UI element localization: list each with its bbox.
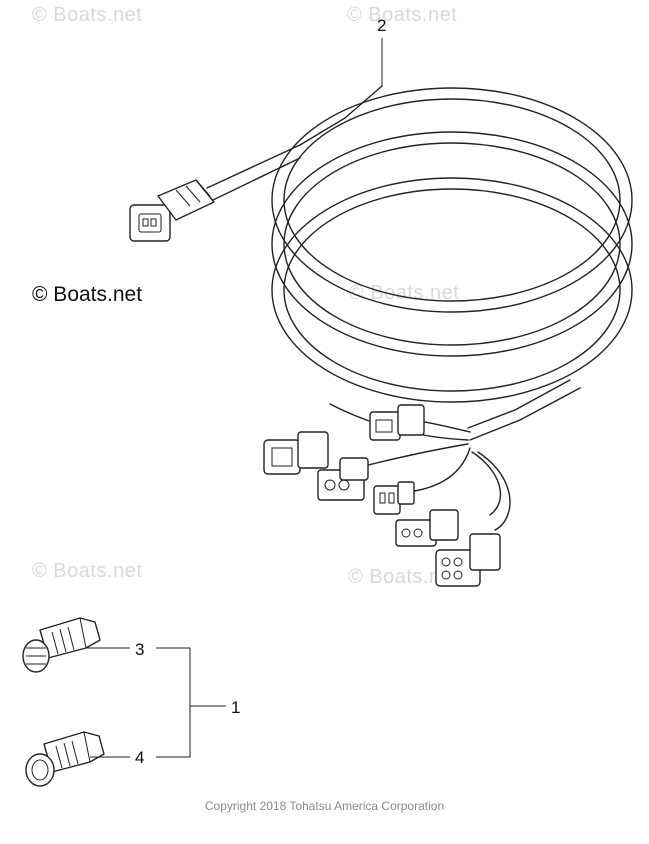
harness-connector-b bbox=[263, 431, 329, 475]
harness-connector-a bbox=[369, 404, 425, 441]
harness-connector-d bbox=[373, 481, 415, 515]
leader-lines bbox=[86, 38, 383, 758]
connector-socket-part-4 bbox=[25, 731, 105, 787]
watermark-top-left: © Boats.net bbox=[32, 4, 143, 26]
harness-connector-single bbox=[129, 179, 215, 242]
watermark-lower-left: © Boats.net bbox=[32, 560, 143, 582]
watermark-top-right: © Boats.net bbox=[347, 4, 458, 26]
copyright-mark: © Boats.net bbox=[32, 283, 143, 306]
footer-copyright: Copyright 2018 Tohatsu America Corporati… bbox=[204, 799, 445, 813]
callout-1: 1 bbox=[231, 698, 241, 717]
harness-connector-e bbox=[395, 509, 459, 547]
callout-3: 3 bbox=[135, 640, 145, 659]
harness-connector-c bbox=[317, 457, 369, 501]
callout-4: 4 bbox=[135, 748, 145, 767]
watermark-mid-right: © Boats.net bbox=[349, 282, 460, 304]
wiring-harness bbox=[129, 85, 633, 587]
watermark-lower-right: © Boats.net bbox=[348, 566, 459, 588]
connector-plug-part-3 bbox=[22, 617, 101, 673]
callout-2: 2 bbox=[377, 16, 387, 35]
harness-connector-f bbox=[435, 533, 501, 587]
